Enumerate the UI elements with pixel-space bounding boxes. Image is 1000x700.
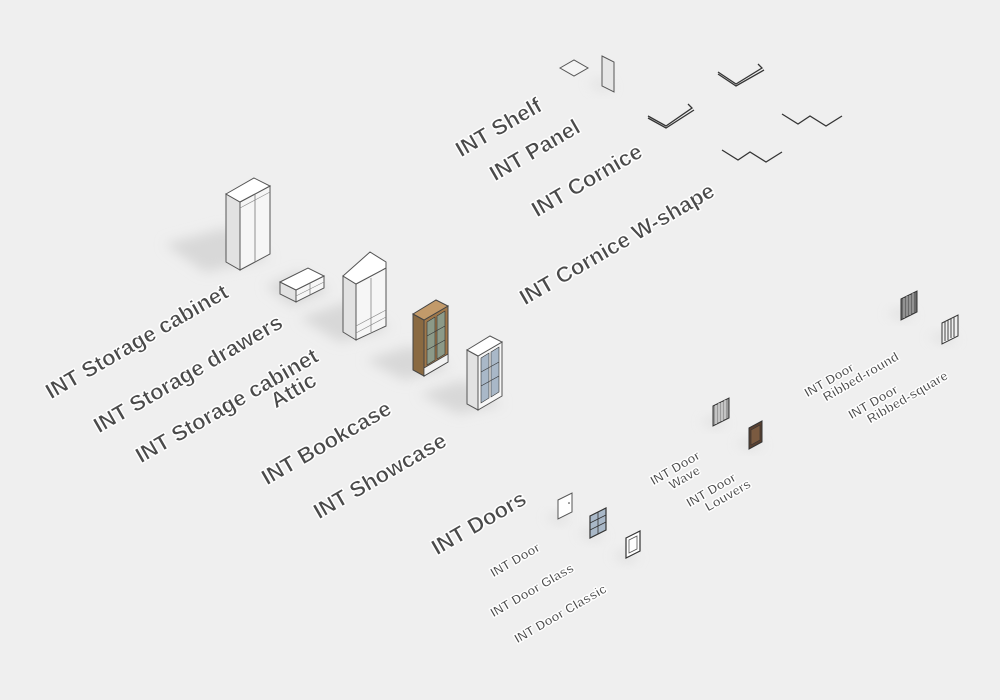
storage-drawers-object[interactable] (266, 267, 330, 306)
bookcase-object[interactable] (366, 299, 450, 380)
panel-object[interactable] (588, 55, 615, 93)
door-louvers-object[interactable] (736, 420, 764, 450)
cornice-object-2[interactable] (647, 103, 695, 129)
storage-cabinet-attic-object[interactable] (300, 251, 390, 342)
cornice-object-1[interactable] (717, 63, 765, 87)
door-ribbed-square-object[interactable] (928, 314, 959, 345)
showcase-object[interactable] (420, 335, 504, 414)
door-object[interactable] (545, 492, 573, 524)
door-glass-object[interactable] (578, 507, 607, 541)
shelf-object[interactable] (558, 59, 590, 77)
cornice-w-object-2[interactable] (721, 149, 783, 163)
door-classic-object[interactable] (612, 530, 641, 563)
storage-cabinet-object[interactable] (165, 177, 272, 272)
cornice-w-object-1[interactable] (781, 113, 843, 127)
door-wave-object[interactable] (700, 397, 730, 428)
door-ribbed-round-object[interactable] (886, 290, 918, 321)
